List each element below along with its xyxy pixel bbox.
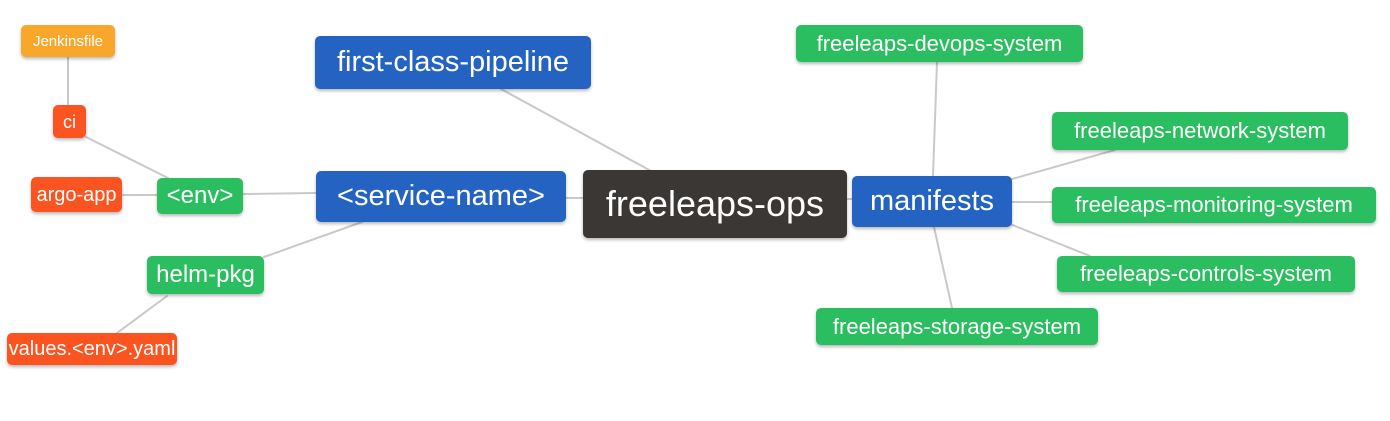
- node-argo-app[interactable]: argo-app: [31, 177, 122, 212]
- edge-manifests-network-system: [1011, 149, 1116, 180]
- node-label: <env>: [166, 182, 234, 209]
- node-label: manifests: [869, 185, 995, 217]
- edge-first-class-pipeline-freeleaps-ops: [500, 88, 652, 172]
- node-label: ci: [63, 111, 76, 132]
- edge-manifests-storage-system: [933, 226, 953, 309]
- edge-helm-pkg-service-name: [263, 221, 363, 258]
- node-label: argo-app: [36, 183, 117, 206]
- node-storage-system[interactable]: freeleaps-storage-system: [816, 308, 1098, 345]
- node-label: values.<env>.yaml: [8, 338, 176, 360]
- node-label: first-class-pipeline: [336, 46, 570, 78]
- node-label: helm-pkg: [156, 261, 255, 288]
- node-label: freeleaps-storage-system: [832, 313, 1082, 339]
- edge-manifests-devops-system: [932, 61, 938, 177]
- node-service-name[interactable]: <service-name>: [316, 171, 566, 222]
- node-label: freeleaps-ops: [605, 183, 825, 224]
- node-network-system[interactable]: freeleaps-network-system: [1052, 112, 1348, 150]
- node-label: freeleaps-network-system: [1074, 118, 1326, 143]
- node-manifests[interactable]: manifests: [852, 176, 1012, 227]
- node-label: freeleaps-devops-system: [816, 30, 1063, 56]
- node-env[interactable]: <env>: [157, 178, 243, 214]
- node-jenkinsfile[interactable]: Jenkinsfile: [21, 25, 115, 57]
- node-label: Jenkinsfile: [32, 32, 104, 50]
- node-devops-system[interactable]: freeleaps-devops-system: [796, 25, 1083, 62]
- node-label: <service-name>: [337, 180, 545, 212]
- edge-ci-env: [85, 136, 169, 179]
- edge-manifests-controls-system: [1009, 223, 1091, 257]
- node-first-class-pipeline[interactable]: first-class-pipeline: [315, 36, 591, 89]
- node-controls-system[interactable]: freeleaps-controls-system: [1057, 256, 1355, 292]
- node-monitoring-system[interactable]: freeleaps-monitoring-system: [1052, 187, 1376, 223]
- node-helm-pkg[interactable]: helm-pkg: [147, 256, 264, 294]
- edge-env-service-name: [242, 192, 317, 195]
- node-freeleaps-ops[interactable]: freeleaps-ops: [583, 170, 847, 238]
- edge-values-env-yaml-helm-pkg: [116, 295, 168, 334]
- node-label: freeleaps-monitoring-system: [1075, 192, 1353, 217]
- node-label: freeleaps-controls-system: [1080, 261, 1332, 286]
- node-values-env-yaml[interactable]: values.<env>.yaml: [7, 333, 177, 365]
- node-ci[interactable]: ci: [53, 105, 86, 138]
